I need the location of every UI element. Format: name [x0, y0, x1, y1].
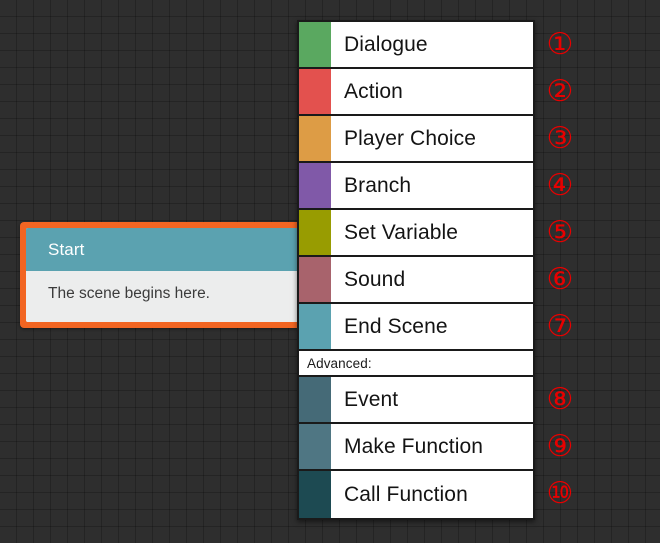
- node-type-color-swatch: [299, 69, 331, 114]
- menu-item-label: Event: [344, 387, 399, 411]
- start-node-body-text: The scene begins here.: [26, 271, 299, 322]
- menu-item-sound[interactable]: Sound: [299, 257, 533, 304]
- start-node[interactable]: Start The scene begins here.: [20, 222, 305, 328]
- menu-item-set-variable[interactable]: Set Variable: [299, 210, 533, 257]
- menu-section-header-advanced: Advanced:: [299, 351, 533, 377]
- callout-number-1: ①: [546, 26, 574, 62]
- menu-item-label: Branch: [344, 173, 412, 197]
- menu-item-call-function[interactable]: Call Function: [299, 471, 533, 518]
- start-node-title: Start: [26, 228, 299, 271]
- node-type-color-swatch: [299, 424, 331, 469]
- node-type-color-swatch: [299, 471, 331, 518]
- callout-number-10: ⑩: [546, 475, 574, 511]
- menu-item-branch[interactable]: Branch: [299, 163, 533, 210]
- callout-number-6: ⑥: [546, 261, 574, 297]
- node-type-color-swatch: [299, 304, 331, 349]
- menu-item-label: Set Variable: [344, 220, 459, 244]
- callout-number-7: ⑦: [546, 308, 574, 344]
- node-type-color-swatch: [299, 257, 331, 302]
- node-type-color-swatch: [299, 377, 331, 422]
- node-type-color-swatch: [299, 210, 331, 255]
- callout-number-5: ⑤: [546, 214, 574, 250]
- menu-item-label: Sound: [344, 267, 406, 291]
- menu-item-end-scene[interactable]: End Scene: [299, 304, 533, 351]
- callout-number-3: ③: [546, 120, 574, 156]
- menu-item-label: Call Function: [344, 482, 468, 506]
- callout-number-9: ⑨: [546, 428, 574, 464]
- callout-number-4: ④: [546, 167, 574, 203]
- menu-item-label: Action: [344, 79, 403, 103]
- callout-number-8: ⑧: [546, 381, 574, 417]
- menu-item-label: Player Choice: [344, 126, 477, 150]
- menu-item-make-function[interactable]: Make Function: [299, 424, 533, 471]
- start-node-inner: Start The scene begins here.: [26, 228, 299, 322]
- callout-number-2: ②: [546, 73, 574, 109]
- menu-item-label: End Scene: [344, 314, 448, 338]
- node-type-color-swatch: [299, 116, 331, 161]
- menu-section-header-label: Advanced:: [307, 355, 372, 371]
- menu-item-label: Dialogue: [344, 32, 428, 56]
- menu-item-dialogue[interactable]: Dialogue: [299, 22, 533, 69]
- menu-item-player-choice[interactable]: Player Choice: [299, 116, 533, 163]
- node-type-color-swatch: [299, 22, 331, 67]
- menu-item-action[interactable]: Action: [299, 69, 533, 116]
- menu-item-label: Make Function: [344, 434, 484, 458]
- menu-item-event[interactable]: Event: [299, 377, 533, 424]
- node-type-color-swatch: [299, 163, 331, 208]
